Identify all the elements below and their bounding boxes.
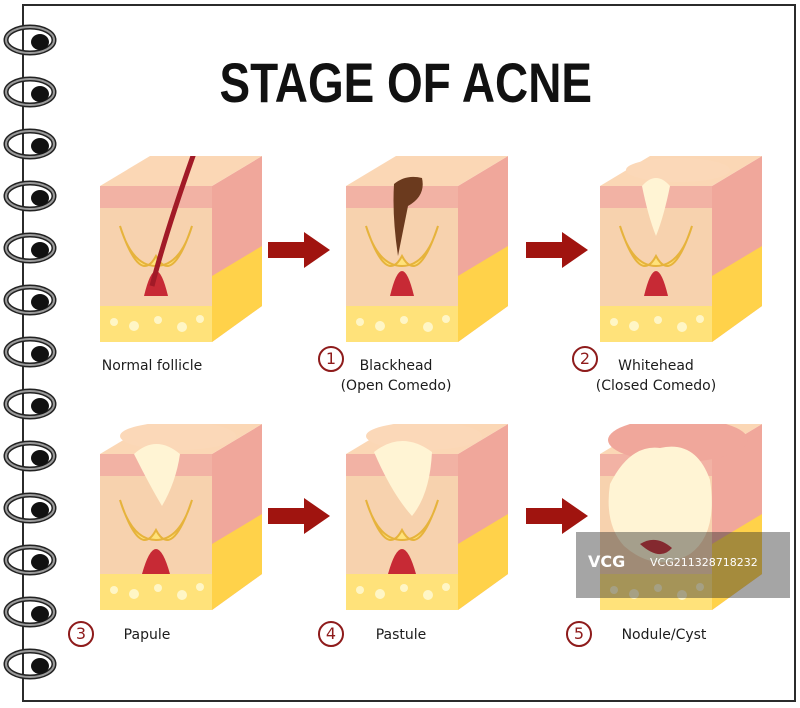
- progression-arrow-icon: [526, 498, 588, 534]
- spiral-ring-icon: [0, 282, 60, 318]
- stage-number-badge: 4: [318, 621, 344, 647]
- papule-illustration: [100, 424, 262, 610]
- stage-number-badge: 3: [68, 621, 94, 647]
- stage-subname: (Closed Comedo): [595, 378, 717, 394]
- stage-number-badge: 2: [572, 346, 598, 372]
- stage-name: Papule: [123, 627, 171, 643]
- blackhead-illustration: [346, 156, 508, 342]
- watermark-logo: VCG: [588, 552, 626, 571]
- stage-name: Normal follicle: [101, 358, 203, 374]
- stage-name: Pastule: [375, 627, 427, 643]
- stage-number-badge: 1: [318, 346, 344, 372]
- watermark-overlay: VCG VCG211328718232: [576, 532, 790, 598]
- spiral-ring-icon: [0, 542, 60, 578]
- spiral-ring-icon: [0, 230, 60, 266]
- spiral-ring-icon: [0, 438, 60, 474]
- stage-label: Blackhead (Open Comedo): [326, 356, 466, 396]
- spiral-ring-icon: [0, 646, 60, 682]
- stage-label: Nodule/Cyst: [604, 625, 724, 645]
- page-title: STAGE OF ACNE: [219, 51, 592, 114]
- spiral-ring-icon: [0, 490, 60, 526]
- stage-label: Whitehead (Closed Comedo): [584, 356, 728, 396]
- spiral-ring-icon: [0, 386, 60, 422]
- pustule-illustration: [346, 424, 508, 610]
- stage-name: Nodule/Cyst: [621, 627, 707, 643]
- spiral-ring-icon: [0, 22, 60, 58]
- spiral-ring-icon: [0, 126, 60, 162]
- watermark-code: VCG211328718232: [650, 556, 758, 569]
- spiral-ring-icon: [0, 178, 60, 214]
- stage-name: Whitehead: [618, 358, 694, 374]
- normal-follicle-illustration: [100, 156, 262, 342]
- whitehead-illustration: [600, 156, 762, 342]
- stage-label: Pastule: [360, 625, 442, 645]
- progression-arrow-icon: [268, 232, 330, 268]
- stage-name: Blackhead: [359, 358, 433, 374]
- spiral-ring-icon: [0, 334, 60, 370]
- spiral-ring-icon: [0, 74, 60, 110]
- stage-label: Normal follicle: [82, 356, 222, 376]
- progression-arrow-icon: [526, 232, 588, 268]
- stage-subname: (Open Comedo): [340, 378, 452, 394]
- stage-label: Papule: [104, 625, 190, 645]
- nodule-cyst-illustration: [600, 424, 762, 610]
- spiral-ring-icon: [0, 594, 60, 630]
- progression-arrow-icon: [268, 498, 330, 534]
- stage-number-badge: 5: [566, 621, 592, 647]
